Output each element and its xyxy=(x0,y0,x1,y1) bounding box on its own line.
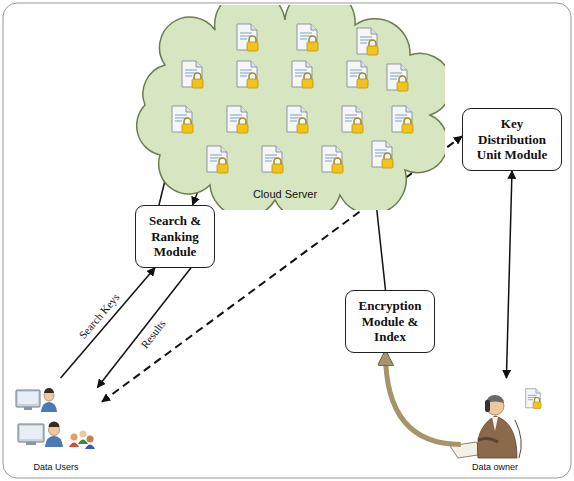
group-body xyxy=(78,440,88,445)
cloud-outline xyxy=(125,5,445,210)
screen xyxy=(20,426,42,439)
locked-document-icon xyxy=(207,146,228,173)
body xyxy=(45,436,63,447)
monitor xyxy=(18,424,44,442)
stand xyxy=(26,442,36,445)
actor-figure: Data owner xyxy=(438,378,552,473)
node-label: Search & Ranking Module xyxy=(142,213,208,260)
data-users-figure xyxy=(16,388,95,449)
data-owner-figure xyxy=(450,389,541,458)
suit xyxy=(477,416,517,458)
module-box: Encryption Module & Index xyxy=(345,290,435,353)
monitor xyxy=(16,390,40,407)
locked-document-icon xyxy=(372,141,393,168)
locked-document-icon xyxy=(182,61,203,88)
node-label: Encryption Module & Index xyxy=(352,298,428,345)
cloud-server: Cloud Server xyxy=(125,5,445,210)
connector-arrow xyxy=(61,268,155,378)
locked-document-icon xyxy=(237,61,258,88)
actor-label: Data owner xyxy=(472,462,518,473)
shirt xyxy=(492,417,498,431)
hair xyxy=(49,422,60,427)
locked-document-icon xyxy=(342,106,363,133)
document-icon xyxy=(526,389,541,409)
group-body xyxy=(69,443,79,448)
node-label: Cloud Server xyxy=(253,188,317,201)
locked-document-icon xyxy=(227,106,248,133)
locked-document-icon xyxy=(237,24,258,51)
actor-figure: Data Users xyxy=(10,378,102,473)
locked-document-icon xyxy=(297,24,318,51)
locked-document-icon xyxy=(387,64,408,91)
phone xyxy=(485,400,490,412)
connector-arrow xyxy=(506,171,512,378)
module-box: Key Distribution Unit Module xyxy=(462,108,562,171)
chair xyxy=(515,420,521,458)
curved-arrow xyxy=(386,353,461,445)
group-head xyxy=(87,436,94,443)
locked-document-icon xyxy=(357,28,378,55)
module-box: Search & Ranking Module xyxy=(135,205,215,268)
screen xyxy=(18,392,38,404)
edge-label: Results xyxy=(137,316,169,352)
hair xyxy=(44,388,54,393)
cloud-shape xyxy=(137,5,445,210)
node-label: Key Distribution Unit Module xyxy=(469,116,555,163)
locked-document-icon xyxy=(347,61,368,88)
locked-document-icon xyxy=(322,146,343,173)
arm xyxy=(478,438,498,442)
stand xyxy=(24,407,32,410)
locked-document-icon xyxy=(172,106,193,133)
actor-label: Data Users xyxy=(33,462,78,473)
locked-document-icon xyxy=(392,106,413,133)
locked-document-icon xyxy=(292,61,313,88)
group-head xyxy=(71,434,78,441)
group-body xyxy=(85,445,95,450)
locked-document-icon xyxy=(262,146,283,173)
edge-label: Search Keys xyxy=(76,289,124,342)
group-head xyxy=(80,431,87,438)
body xyxy=(41,402,57,412)
locked-document-icon xyxy=(287,106,308,133)
